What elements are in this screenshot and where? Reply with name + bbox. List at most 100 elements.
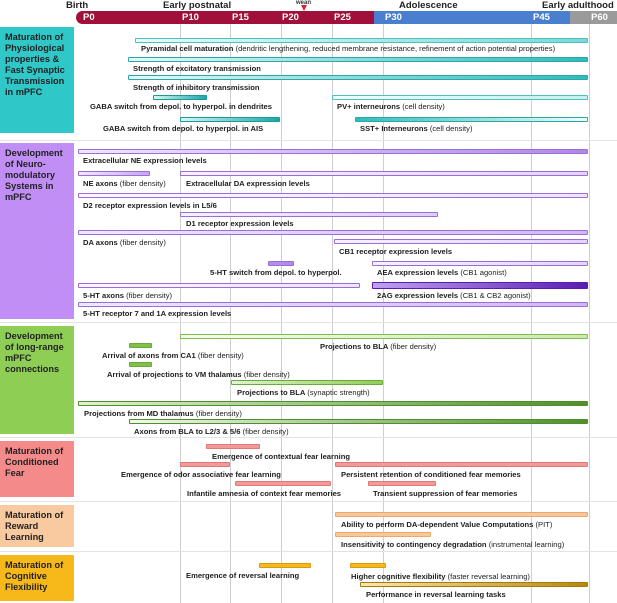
- gridline-p30: [383, 24, 384, 603]
- age-tick-p0: P0: [83, 12, 95, 23]
- section-separator: [0, 140, 617, 141]
- label-5ht-switch: 5-HT switch from depol. to hyperpol.: [210, 268, 342, 277]
- label-sst-interneurons: SST+ Interneurons (cell density): [360, 124, 473, 133]
- section-cognitive-flexibility-title: Maturation of Cognitive Flexibility: [5, 560, 64, 592]
- label-projections-bla-synaptic: Projections to BLA (synaptic strength): [237, 388, 370, 397]
- stage-early-adulthood: Early adulthood: [542, 0, 614, 11]
- bar-arrival-vm-thalamus: [129, 362, 152, 367]
- gridline-p10: [180, 24, 181, 603]
- label-pyramidal-maturation: Pyramidal cell maturation (dendritic len…: [141, 44, 556, 53]
- label-reversal-learning: Emergence of reversal learning: [186, 571, 300, 580]
- bar-reversal-learning: [259, 563, 311, 568]
- label-contextual-fear: Emergence of contextual fear learning: [212, 452, 350, 461]
- label-5ht-axons: 5-HT axons (fiber density): [83, 291, 173, 300]
- bar-contextual-fear: [206, 444, 260, 449]
- bar-excitatory-strength: [128, 57, 588, 62]
- age-tick-p45: P45: [533, 12, 550, 23]
- label-projections-bla-fiber: Projections to BLA (fiber density): [320, 342, 437, 351]
- age-tick-p60: P60: [591, 12, 608, 23]
- bar-odor-fear: [180, 462, 230, 467]
- section-neuromodulatory-title: Development of Neuro-modulatory Systems …: [5, 148, 63, 202]
- section-connections: Development of long-range mPFC connectio…: [0, 326, 74, 434]
- stage-birth: Birth: [66, 0, 89, 11]
- bar-5ht-switch: [268, 261, 294, 266]
- bar-d1-receptor: [180, 212, 438, 217]
- label-pv-interneurons: PV+ interneurons (cell density): [337, 102, 445, 111]
- gridline-p25: [332, 24, 333, 603]
- label-insensitivity-contingency: Insensitivity to contingency degradation…: [341, 540, 565, 549]
- section-physiology-title: Maturation of Physiological properties &…: [5, 32, 65, 97]
- bar-2ag-levels: [372, 282, 588, 289]
- age-bar-early: [76, 11, 374, 24]
- section-cognitive-flexibility: Maturation of Cognitive Flexibility: [0, 555, 74, 601]
- age-bar-adulthood: [570, 11, 617, 24]
- label-arrival-ca1: Arrival of axons from CA1 (fiber density…: [102, 351, 244, 360]
- bar-pyramidal-maturation: [135, 38, 588, 43]
- label-cb1-receptor: CB1 receptor expression levels: [339, 247, 453, 256]
- bar-5ht-receptor: [78, 302, 588, 307]
- section-conditioned-fear-title: Maturation of Conditioned Fear: [5, 446, 64, 478]
- label-transient-suppression: Transient suppression of fear memories: [373, 489, 518, 498]
- bar-projections-md-thalamus: [78, 401, 588, 406]
- label-odor-fear: Emergence of odor associative fear learn…: [121, 470, 281, 479]
- age-bar-adolescence: [374, 11, 570, 24]
- bar-reversal-performance: [360, 582, 588, 587]
- section-separator: [0, 437, 617, 438]
- label-2ag-levels: 2AG expression levels (CB1 & CB2 agonist…: [377, 291, 531, 300]
- label-value-computations: Ability to perform DA-dependent Value Co…: [341, 520, 553, 529]
- age-tick-p30: P30: [385, 12, 402, 23]
- section-reward-learning: Maturation of Reward Learning: [0, 505, 74, 547]
- bar-ne-axons: [78, 171, 150, 176]
- label-aea-levels: AEA expression levels (CB1 agonist): [377, 268, 507, 277]
- label-gaba-switch-dendrites: GABA switch from depol. to hyperpol. in …: [90, 102, 272, 111]
- label-infantile-amnesia: Infantile amnesia of context fear memori…: [187, 489, 342, 498]
- section-separator: [0, 322, 617, 323]
- bar-5ht-axons: [78, 283, 360, 288]
- bar-value-computations: [335, 512, 588, 517]
- label-axons-from-bla: Axons from BLA to L2/3 & 5/6 (fiber dens…: [134, 427, 289, 436]
- stage-adolescence: Adolescence: [399, 0, 458, 11]
- label-arrival-vm-thalamus: Arrival of projections to VM thalamus (f…: [107, 370, 290, 379]
- bar-cb1-receptor: [334, 239, 588, 244]
- age-tick-p15: P15: [232, 12, 249, 23]
- bar-insensitivity-contingency: [335, 532, 431, 537]
- bar-transient-suppression: [368, 481, 436, 486]
- section-connections-title: Development of long-range mPFC connectio…: [5, 331, 64, 374]
- label-projections-md-thalamus: Projections from MD thalamus (fiber dens…: [84, 409, 242, 418]
- label-da-axons: DA axons (fiber density): [83, 238, 166, 247]
- bar-axons-from-bla: [129, 419, 588, 424]
- age-tick-p10: P10: [182, 12, 199, 23]
- label-reversal-performance: Performance in reversal learning tasks: [366, 590, 506, 599]
- label-d1-receptor: D1 receptor expression levels: [186, 219, 294, 228]
- age-tick-p25: P25: [334, 12, 351, 23]
- bar-gaba-switch-dendrites: [153, 95, 207, 100]
- label-ne-axons: NE axons (fiber density): [83, 179, 166, 188]
- bar-infantile-amnesia: [235, 481, 331, 486]
- section-separator: [0, 551, 617, 552]
- bar-projections-bla-fiber: [180, 334, 588, 339]
- bar-sst-interneurons: [355, 117, 588, 122]
- gridline-p15: [230, 24, 231, 603]
- bar-pv-interneurons: [332, 95, 588, 100]
- section-separator: [0, 501, 617, 502]
- wean-label: wean: [296, 0, 312, 6]
- bar-inhibitory-strength: [128, 75, 588, 80]
- label-excitatory-strength: Strength of excitatory transmission: [133, 64, 261, 73]
- section-physiology: Maturation of Physiological properties &…: [0, 27, 74, 133]
- wean-arrow-icon: [301, 5, 307, 11]
- label-d2-receptor: D2 receptor expression levels in L5/6: [83, 201, 217, 210]
- bar-da-axons: [78, 230, 588, 235]
- gridline-p60: [589, 24, 590, 603]
- section-conditioned-fear: Maturation of Conditioned Fear: [0, 441, 74, 497]
- label-extracellular-da: Extracellular DA expression levels: [186, 179, 310, 188]
- bar-extracellular-da: [180, 171, 588, 176]
- gridline-p45: [531, 24, 532, 603]
- bar-extracellular-ne: [78, 149, 588, 154]
- age-tick-p20: P20: [282, 12, 299, 23]
- label-5ht-receptor: 5-HT receptor 7 and 1A expression levels: [83, 309, 232, 318]
- label-gaba-switch-ais: GABA switch from depol. to hyperpol. in …: [103, 124, 264, 133]
- gridline-p20: [281, 24, 282, 603]
- bar-d2-receptor: [78, 193, 588, 198]
- bar-persistent-retention: [335, 462, 588, 467]
- bar-cognitive-flexibility: [350, 563, 386, 568]
